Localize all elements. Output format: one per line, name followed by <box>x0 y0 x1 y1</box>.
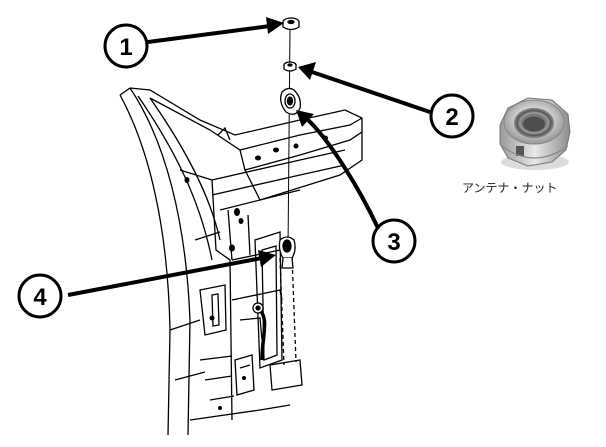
part-3-adapter <box>280 87 302 115</box>
callout-2: 2 <box>429 93 475 139</box>
callout-4-number: 4 <box>33 284 47 311</box>
callout-1: 1 <box>103 23 149 69</box>
callout-3-number: 3 <box>387 229 400 256</box>
callout-4: 4 <box>17 273 63 319</box>
antenna-nut-photo <box>499 97 571 170</box>
part-4-antenna-body <box>278 236 296 269</box>
callout-2-number: 2 <box>445 104 458 131</box>
body-mounting-holes <box>184 135 328 410</box>
antenna-nut-caption: アンテナ・ナット <box>462 181 558 195</box>
leader-arrows <box>67 17 431 297</box>
vehicle-body-panel <box>119 87 363 436</box>
part-2-washer <box>283 61 297 72</box>
callout-3: 3 <box>371 218 417 264</box>
callout-1-number: 1 <box>119 34 132 61</box>
part-1-antenna-nut <box>282 17 300 31</box>
